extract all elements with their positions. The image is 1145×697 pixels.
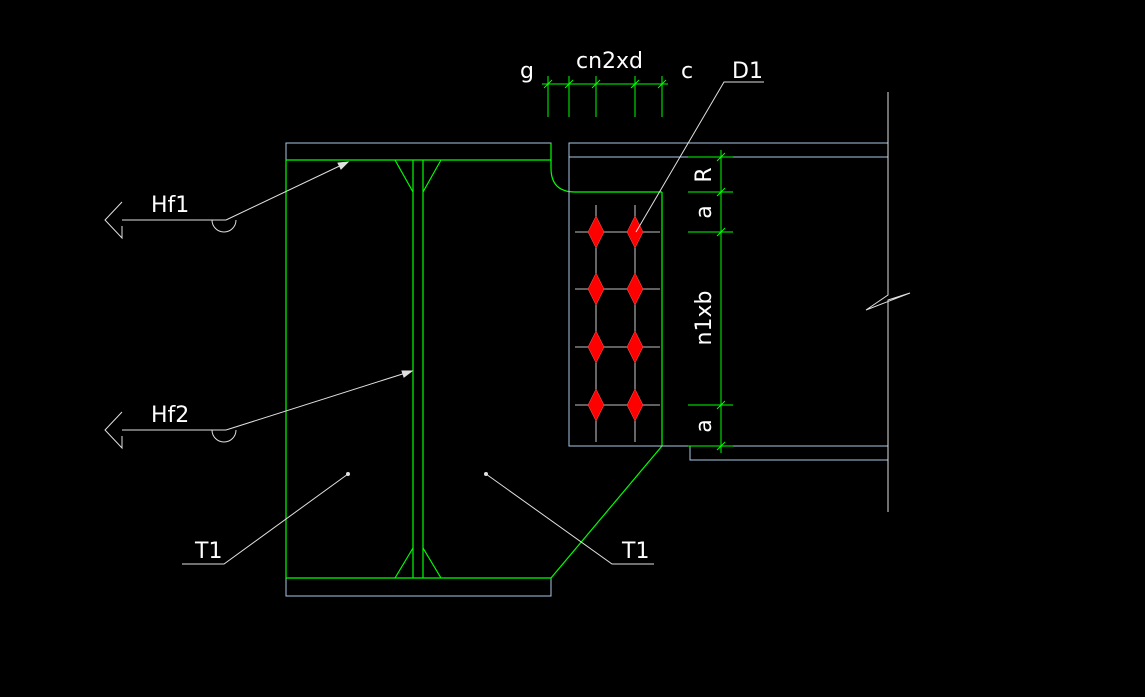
label-d1: D1 <box>732 59 763 84</box>
dimension-slash <box>543 79 553 89</box>
bolt <box>587 215 605 249</box>
dimension-slash <box>564 79 574 89</box>
dimension-slash <box>716 187 726 197</box>
leader-line <box>225 161 349 221</box>
leader-t1-left <box>182 473 349 565</box>
weld-symbol-hf2 <box>104 370 414 450</box>
leader-dot <box>484 472 488 476</box>
dimension-slash <box>716 441 726 451</box>
dimension-slash <box>716 227 726 237</box>
leader-d1 <box>635 81 764 233</box>
label-hf1: Hf1 <box>151 193 189 218</box>
bolt <box>626 272 644 306</box>
leader-t1-right <box>485 473 654 565</box>
weld-fillet <box>422 547 442 579</box>
break-line <box>865 92 911 512</box>
weld-fillet <box>394 159 414 193</box>
dimension-slash <box>630 79 640 89</box>
label-r: R <box>692 167 717 182</box>
weld-contour-icon <box>211 429 237 443</box>
leader-dot <box>346 472 350 476</box>
bolt <box>626 388 644 422</box>
leader-line <box>225 370 413 431</box>
arrow-left-icon <box>104 201 123 240</box>
weld-fillet <box>394 547 414 579</box>
top-dimension <box>542 76 668 117</box>
label-cn2xd: cn2xd <box>576 49 643 74</box>
dimension-slash <box>657 79 667 89</box>
label-g: g <box>520 59 534 84</box>
label-n1xb: n1xb <box>692 291 717 346</box>
arrowhead-icon <box>337 161 350 170</box>
bolt <box>626 215 644 249</box>
arrow-left-icon <box>104 411 123 450</box>
label-t1-left: T1 <box>194 539 222 564</box>
weld-fillet <box>422 159 442 193</box>
dimension-slash <box>716 152 726 162</box>
label-c: c <box>681 59 693 84</box>
connection-plate <box>550 160 663 579</box>
beam-end-left <box>568 157 690 447</box>
label-a-bottom: a <box>692 419 717 432</box>
plate-diagonal <box>550 445 663 579</box>
dimension-slash <box>591 79 601 89</box>
dimension-slash <box>716 400 726 410</box>
label-t1-right: T1 <box>621 539 649 564</box>
bolt <box>626 330 644 364</box>
bolts <box>587 215 644 422</box>
vertical-dimension <box>688 150 733 453</box>
label-hf2: Hf2 <box>151 403 189 428</box>
weld-symbol-hf1 <box>104 161 350 240</box>
label-a-top: a <box>692 205 717 218</box>
bolt <box>587 330 605 364</box>
bolt <box>587 272 605 306</box>
column <box>285 142 552 597</box>
t1-leaders <box>182 472 654 565</box>
plate-curved-corner <box>550 160 662 193</box>
arrowhead-icon <box>401 370 414 378</box>
bolt <box>587 388 605 422</box>
weld-contour-icon <box>211 219 237 233</box>
